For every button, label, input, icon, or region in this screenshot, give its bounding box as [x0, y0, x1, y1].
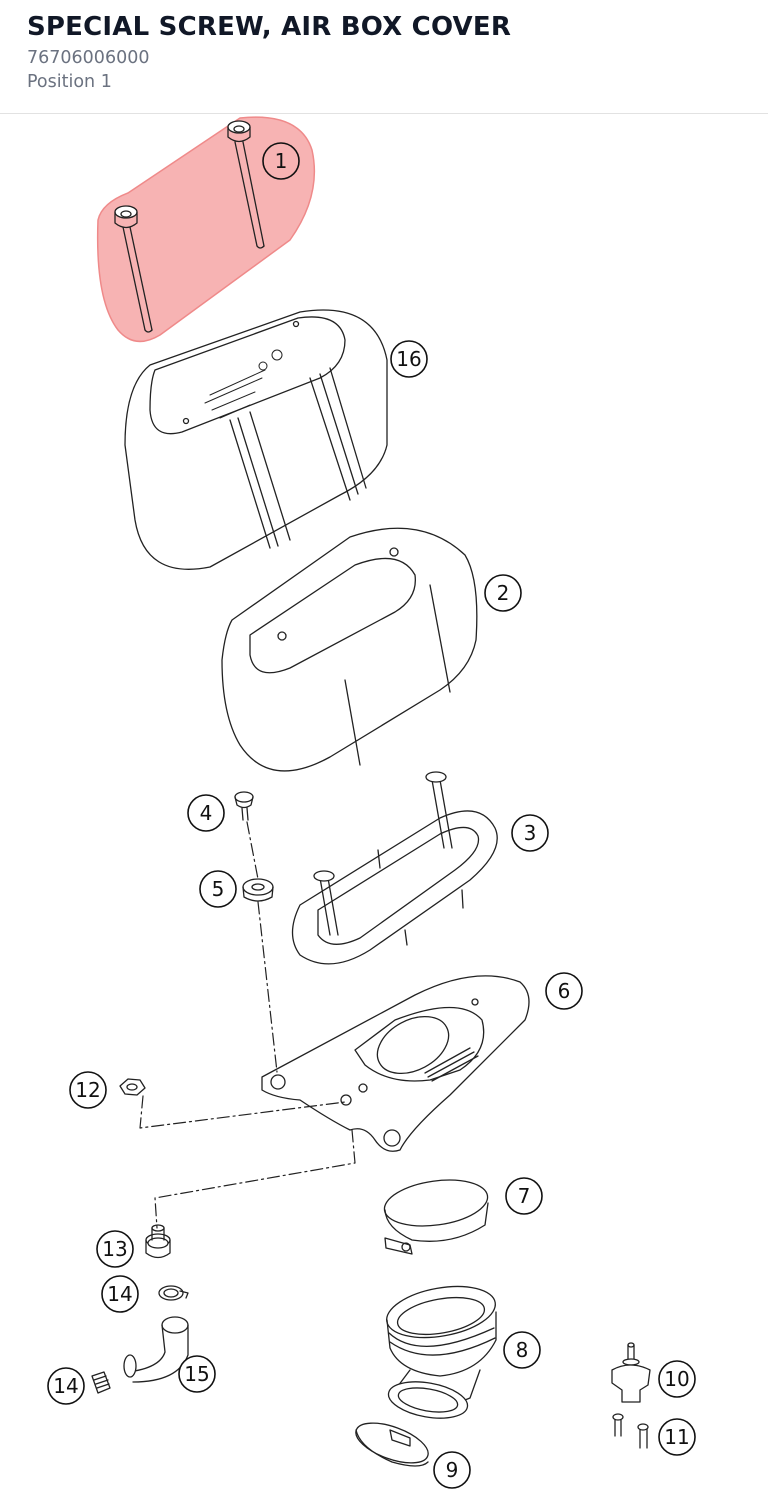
callout-circle — [187, 794, 225, 832]
label-text-icon — [204, 349, 283, 419]
callout-circle — [511, 814, 549, 852]
callout-13[interactable]: 13 — [96, 1230, 134, 1268]
screw-part-4[interactable] — [234, 791, 254, 821]
filter-support-part-3[interactable] — [291, 771, 498, 965]
hose-part-15[interactable] — [123, 1316, 189, 1383]
callout-number: 11 — [664, 1425, 689, 1449]
callout-number: 8 — [516, 1338, 529, 1362]
callout-6[interactable]: 6 — [545, 972, 583, 1010]
callout-circle — [658, 1360, 696, 1398]
exploded-parts-diagram: 1 16 2 4 3 5 6 12 7 13 14 8 15 14 10 11 9 — [47, 116, 696, 1489]
clamp-part-9[interactable] — [351, 1415, 433, 1471]
air-box-base-part-6[interactable] — [261, 975, 530, 1152]
small-clamp-part-14[interactable] — [91, 1371, 111, 1394]
callout-number: 5 — [212, 877, 225, 901]
callout-circle — [47, 1367, 85, 1405]
callout-number: 14 — [53, 1374, 78, 1398]
part-title: SPECIAL SCREW, AIR BOX COVER — [27, 12, 512, 42]
callout-circle — [262, 142, 300, 180]
callout-circle — [101, 1275, 139, 1313]
assembly-lines — [139, 821, 356, 1229]
callout-number: 2 — [497, 581, 510, 605]
callout-number: 1 — [275, 149, 288, 173]
callout-circle — [484, 574, 522, 612]
callout-circle — [178, 1355, 216, 1393]
part-header: SPECIAL SCREW, AIR BOX COVER 76706006000… — [0, 0, 768, 114]
callout-7[interactable]: 7 — [505, 1177, 543, 1215]
callout-number: 12 — [75, 1078, 100, 1102]
callout-14[interactable]: 14 — [101, 1275, 139, 1313]
callout-circle — [96, 1230, 134, 1268]
callout-11[interactable]: 11 — [658, 1418, 696, 1456]
callout-9[interactable]: 9 — [433, 1451, 471, 1489]
callout-circle — [545, 972, 583, 1010]
breather-nipple-part-13[interactable] — [145, 1224, 171, 1259]
callout-4[interactable]: 4 — [187, 794, 225, 832]
callout-number: 3 — [524, 821, 537, 845]
callout-circle — [199, 870, 237, 908]
callout-number: 14 — [107, 1282, 132, 1306]
callout-15[interactable]: 15 — [178, 1355, 216, 1393]
screw-part-11[interactable] — [612, 1413, 649, 1449]
callout-circle — [433, 1451, 471, 1489]
callout-3[interactable]: 3 — [511, 814, 549, 852]
callout-16[interactable]: 16 — [390, 340, 428, 378]
callout-circle — [658, 1418, 696, 1456]
callout-circle — [503, 1331, 541, 1369]
air-filter-part-2[interactable] — [221, 527, 478, 772]
callout-number: 9 — [446, 1458, 459, 1482]
part-1-highlight[interactable] — [96, 116, 316, 343]
sensor-part-10[interactable] — [611, 1342, 651, 1403]
callout-8[interactable]: 8 — [503, 1331, 541, 1369]
special-screw-icon[interactable] — [227, 120, 265, 249]
small-clamp-part-14[interactable] — [158, 1285, 189, 1301]
callout-number: 6 — [558, 979, 571, 1003]
callout-labels: 1 16 2 4 3 5 6 12 7 13 14 8 15 14 10 11 9 — [47, 142, 696, 1489]
callout-1[interactable]: 1 — [262, 142, 300, 180]
nut-part-12[interactable] — [119, 1078, 146, 1096]
callout-10[interactable]: 10 — [658, 1360, 696, 1398]
callout-12[interactable]: 12 — [69, 1071, 107, 1109]
callout-number: 13 — [102, 1237, 127, 1261]
special-screw-icon[interactable] — [114, 205, 153, 333]
part-number: 76706006000 — [27, 48, 150, 68]
callout-number: 16 — [396, 347, 421, 371]
air-box-cover-part-16[interactable] — [124, 309, 388, 570]
callout-number: 15 — [184, 1362, 209, 1386]
part-position: Position 1 — [27, 72, 112, 92]
callout-14[interactable]: 14 — [47, 1367, 85, 1405]
callout-number: 4 — [200, 801, 213, 825]
callout-circle — [69, 1071, 107, 1109]
callout-circle — [505, 1177, 543, 1215]
callout-number: 7 — [518, 1184, 531, 1208]
callout-5[interactable]: 5 — [199, 870, 237, 908]
callout-circle — [390, 340, 428, 378]
callout-number: 10 — [664, 1367, 689, 1391]
hose-clamp-part-7[interactable] — [381, 1174, 490, 1255]
callout-2[interactable]: 2 — [484, 574, 522, 612]
intake-boot-part-8[interactable] — [383, 1279, 500, 1424]
grommet-part-5[interactable] — [242, 878, 274, 902]
